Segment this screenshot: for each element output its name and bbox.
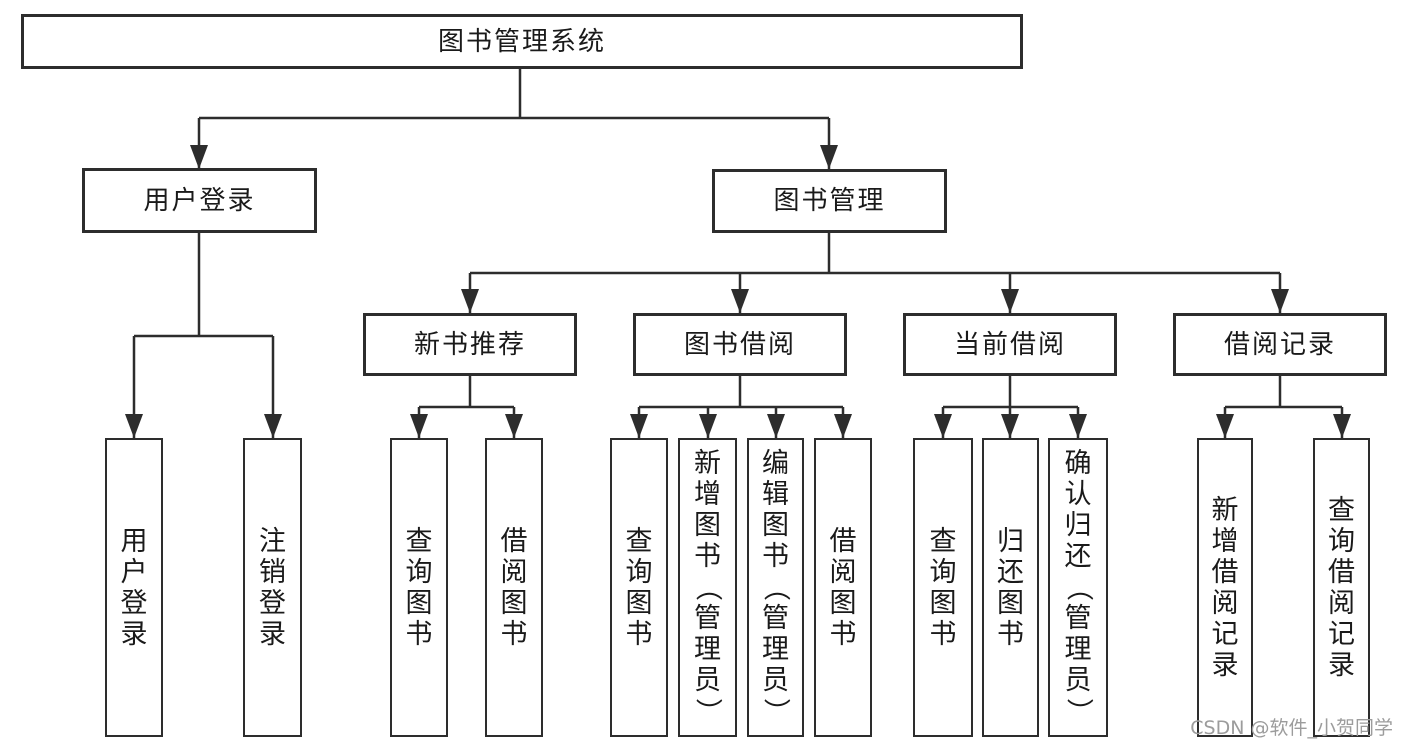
leaf-label: 确认归还（管理员） xyxy=(1062,448,1094,725)
leaf-label: 借阅图书 xyxy=(829,525,857,650)
leaf-label: 新增图书（管理员） xyxy=(692,448,723,725)
connector-book-management-children xyxy=(461,233,1289,313)
node-label: 图书借阅 xyxy=(683,329,796,360)
leaf-add-books-admin: 新增图书（管理员） xyxy=(678,438,737,737)
leaf-borrow-books-recommend: 借阅图书 xyxy=(485,438,543,737)
connector-user-login-children xyxy=(125,233,282,438)
arrowhead xyxy=(461,289,479,313)
arrowhead xyxy=(125,414,143,438)
leaf-label: 用户登录 xyxy=(120,525,148,650)
arrowhead xyxy=(934,414,952,438)
leaf-label: 注销登录 xyxy=(259,525,286,650)
leaf-label: 编辑图书（管理员） xyxy=(760,448,791,725)
arrowhead xyxy=(834,414,852,438)
arrowhead xyxy=(264,414,282,438)
node-label: 用户登录 xyxy=(143,185,256,216)
arrowhead xyxy=(505,414,523,438)
arrowhead xyxy=(1001,289,1019,313)
leaf-add-borrow-record: 新增借阅记录 xyxy=(1197,438,1253,737)
node-library-management-system: 图书管理系统 xyxy=(21,14,1023,69)
arrowhead xyxy=(630,414,648,438)
leaf-confirm-return-admin: 确认归还（管理员） xyxy=(1048,438,1108,737)
arrowhead xyxy=(1271,289,1289,313)
node-borrowing-records: 借阅记录 xyxy=(1173,313,1387,376)
arrowhead xyxy=(820,145,838,169)
node-book-borrowing: 图书借阅 xyxy=(633,313,847,376)
arrowhead xyxy=(1001,414,1019,438)
leaf-label: 借阅图书 xyxy=(500,525,528,650)
arrowhead xyxy=(767,414,785,438)
leaf-label: 查询图书 xyxy=(929,525,957,650)
connector-root-to-level2 xyxy=(190,69,838,169)
node-label: 当前借阅 xyxy=(953,329,1066,360)
node-book-management: 图书管理 xyxy=(712,169,947,233)
arrowhead xyxy=(190,145,208,169)
watermark: CSDN @软件_小贺同学 xyxy=(1190,717,1393,739)
arrowhead xyxy=(699,414,717,438)
node-new-book-recommendation: 新书推荐 xyxy=(363,313,577,376)
arrowhead xyxy=(731,289,749,313)
arrowhead xyxy=(1216,414,1234,438)
arrowhead xyxy=(1069,414,1087,438)
leaf-query-books-recommend: 查询图书 xyxy=(390,438,448,737)
leaf-label: 新增借阅记录 xyxy=(1211,494,1239,681)
connector-new-book-children xyxy=(410,376,523,438)
leaf-borrow-books: 借阅图书 xyxy=(814,438,872,737)
leaf-query-books-borrow: 查询图书 xyxy=(610,438,668,737)
leaf-user-login: 用户登录 xyxy=(105,438,163,737)
arrowhead xyxy=(1333,414,1351,438)
leaf-query-borrow-record: 查询借阅记录 xyxy=(1313,438,1370,737)
leaf-label: 查询借阅记录 xyxy=(1328,494,1355,681)
leaf-edit-books-admin: 编辑图书（管理员） xyxy=(747,438,804,737)
connector-current-borrow-children xyxy=(934,376,1087,438)
leaf-label: 查询图书 xyxy=(625,525,653,650)
leaf-logout: 注销登录 xyxy=(243,438,302,737)
node-current-borrowing: 当前借阅 xyxy=(903,313,1117,376)
leaf-return-books: 归还图书 xyxy=(982,438,1039,737)
node-label: 图书管理系统 xyxy=(437,26,606,57)
connector-book-borrow-children xyxy=(630,376,852,438)
arrowhead xyxy=(410,414,428,438)
node-label: 图书管理 xyxy=(773,186,886,216)
leaf-query-books-current: 查询图书 xyxy=(913,438,973,737)
leaf-label: 归还图书 xyxy=(997,525,1024,650)
connector-borrow-record-children xyxy=(1216,376,1351,438)
node-user-login: 用户登录 xyxy=(82,168,317,233)
node-label: 新书推荐 xyxy=(413,329,526,360)
leaf-label: 查询图书 xyxy=(405,525,433,650)
node-label: 借阅记录 xyxy=(1223,329,1336,360)
